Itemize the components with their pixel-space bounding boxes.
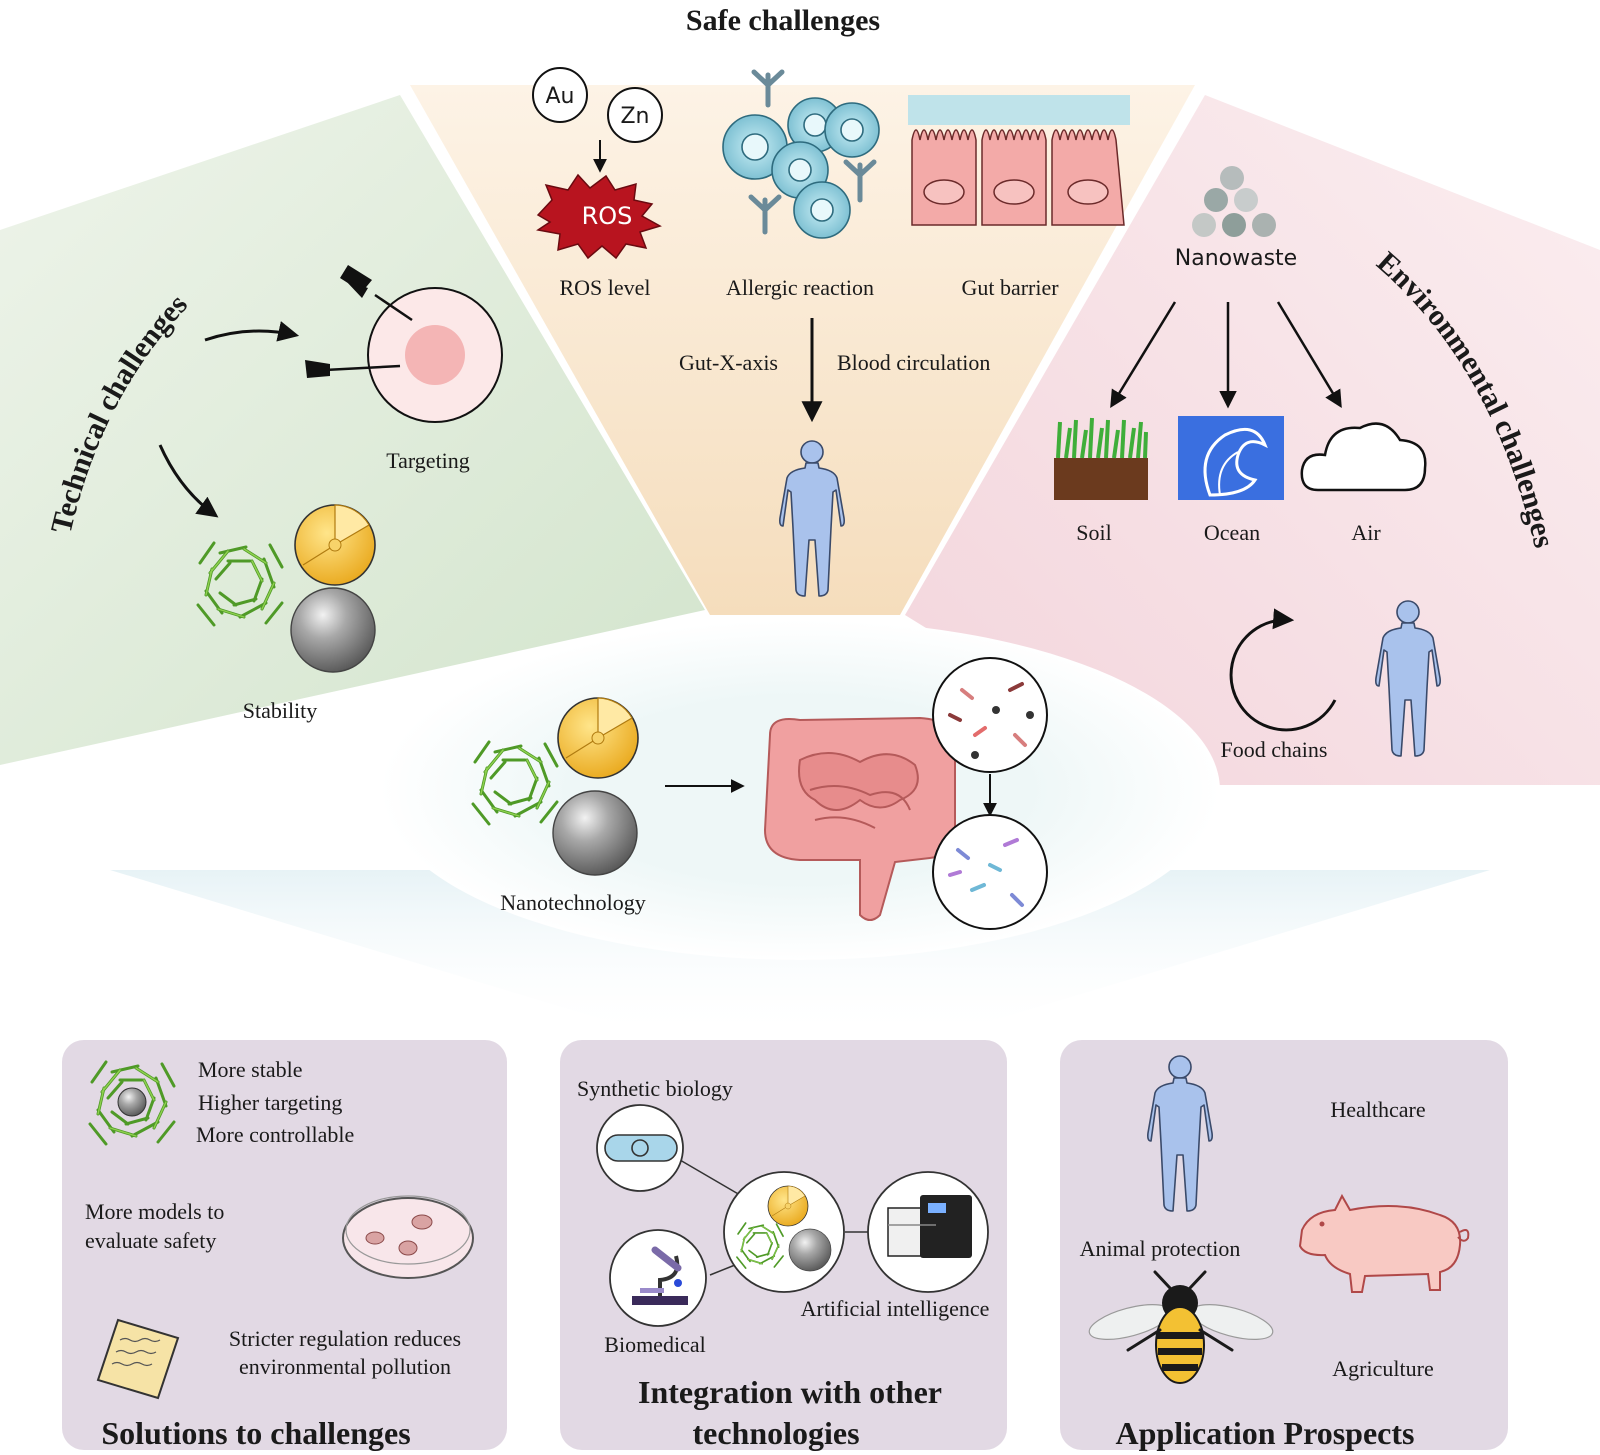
au-label: Au <box>546 84 575 109</box>
ros-level-label: ROS level <box>559 275 650 300</box>
food-chains-label: Food chains <box>1221 737 1328 762</box>
petri-dish-icon <box>342 1195 474 1279</box>
targeting-label: Targeting <box>386 448 470 473</box>
pig-icon <box>1298 1193 1470 1293</box>
soil-label: Soil <box>1076 520 1111 545</box>
microbiota-after-icon <box>932 814 1048 930</box>
blood-circulation-label: Blood circulation <box>837 350 990 375</box>
cloud-icon <box>1300 422 1427 492</box>
more-stable-text: More stable <box>198 1057 302 1082</box>
healthcare-label: Healthcare <box>1330 1097 1425 1122</box>
biomedical-label: Biomedical <box>604 1332 705 1357</box>
agriculture-label: Agriculture <box>1332 1356 1433 1381</box>
gut-x-axis-label: Gut-X-axis <box>679 350 778 375</box>
more-controllable-text: More controllable <box>196 1122 354 1147</box>
antibody-icon <box>748 69 877 235</box>
technical-panel <box>0 95 705 765</box>
animal-protection-label: Animal protection <box>1080 1236 1241 1261</box>
higher-targeting-text: Higher targeting <box>198 1090 342 1115</box>
ai-instrument-icon <box>867 1171 989 1293</box>
tech-arrow-targeting <box>204 321 300 342</box>
stricter-regulation-text: Stricter regulation reduces <box>229 1326 461 1351</box>
tech-arrow-stability <box>158 444 219 518</box>
stability-label: Stability <box>243 698 318 723</box>
network-lines <box>679 1159 868 1276</box>
au-ion-icon: Au <box>532 67 588 123</box>
gut-barrier-icon <box>908 95 1130 226</box>
nanotechnology-label: Nanotechnology <box>500 890 645 915</box>
evaluate-safety-text: evaluate safety <box>85 1228 216 1253</box>
ai-label: Artificial intelligence <box>801 1296 990 1321</box>
integration-title-line1: Integration with other <box>638 1374 942 1410</box>
solutions-title: Solutions to challenges <box>101 1415 410 1451</box>
microbiota-before-icon <box>932 657 1048 773</box>
ocean-icon <box>1178 416 1284 500</box>
environmental-pollution-text: environmental pollution <box>239 1354 451 1379</box>
central-nanoparticles-icon <box>723 1171 845 1293</box>
nanowaste-particles-icon <box>1192 166 1276 237</box>
microscope-icon <box>609 1229 707 1327</box>
ros-burst-icon: ROS <box>536 173 662 260</box>
safe-title: Safe challenges <box>686 4 880 37</box>
gut-barrier-label: Gut barrier <box>961 275 1059 300</box>
integration-title-line2: technologies <box>692 1415 859 1451</box>
zn-label: Zn <box>620 104 649 129</box>
zn-ion-icon: Zn <box>607 87 663 143</box>
nanowaste-to-air-arrow <box>1276 301 1342 408</box>
bee-icon <box>1088 1270 1274 1384</box>
allergic-label: Allergic reaction <box>726 275 874 300</box>
synthetic-biology-label: Synthetic biology <box>577 1076 733 1101</box>
nanowaste-to-soil-arrow <box>1110 301 1177 408</box>
regulation-document-icon <box>96 1318 180 1400</box>
target-icon <box>305 265 503 423</box>
prospects-title: Application Prospects <box>1116 1415 1415 1451</box>
more-models-text: More models to <box>85 1199 224 1224</box>
immune-cells-icon <box>722 97 880 239</box>
food-chain-cycle-icon <box>1229 608 1337 732</box>
improved-nanoparticle-icon <box>88 1060 176 1146</box>
air-label: Air <box>1351 520 1381 545</box>
synthetic-cell-icon <box>596 1104 684 1192</box>
nanowaste-label: Nanowaste <box>1175 246 1297 271</box>
soil-icon <box>1054 417 1148 500</box>
ocean-label: Ocean <box>1204 520 1260 545</box>
ros-text: ROS <box>582 202 633 230</box>
intestine-icon <box>763 716 956 921</box>
